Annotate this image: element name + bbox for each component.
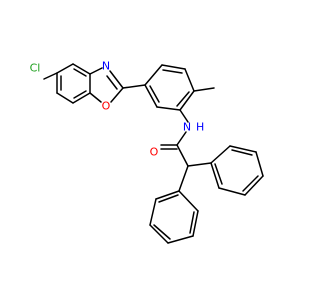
bond: [189, 211, 195, 234]
bond: [153, 224, 171, 240]
bond: [193, 87, 215, 92]
bond: [144, 64, 163, 86]
bond: [176, 144, 189, 167]
bond: [167, 235, 194, 244]
bond: [178, 165, 189, 192]
bond: [178, 190, 199, 212]
nitrogen-label: N: [102, 60, 110, 73]
bond: [43, 72, 58, 80]
bond: [179, 90, 195, 111]
oxygen-label: O: [102, 100, 111, 113]
bond: [109, 70, 124, 89]
bond: [231, 149, 253, 156]
bond: [56, 92, 74, 104]
bonds: [43, 63, 264, 244]
bond: [162, 69, 183, 74]
bond: [155, 190, 180, 200]
bond: [176, 91, 190, 107]
bond: [156, 106, 181, 111]
structure-diagram: Cl N O N H O: [30, 60, 264, 244]
hydrogen-label: H: [196, 121, 204, 134]
bond: [89, 92, 102, 103]
bond: [73, 90, 87, 99]
atom-labels: Cl N O N H O: [30, 60, 205, 159]
bond: [242, 175, 259, 192]
bond: [56, 63, 74, 74]
bond: [255, 151, 264, 177]
bond: [192, 210, 199, 237]
bond: [187, 162, 212, 167]
nitrogen-label: N: [183, 121, 191, 134]
bond: [210, 162, 220, 189]
bond: [218, 187, 246, 196]
bond: [72, 63, 91, 75]
bond: [73, 68, 87, 77]
bond: [106, 75, 118, 90]
bond: [89, 67, 103, 75]
bond: [149, 85, 160, 103]
bond: [158, 194, 179, 203]
bond: [244, 175, 264, 196]
bond: [161, 64, 186, 70]
bond: [110, 87, 124, 103]
bond: [184, 68, 195, 92]
bond: [149, 198, 157, 226]
bond: [229, 145, 257, 153]
bond: [144, 84, 158, 108]
bond: [72, 92, 91, 104]
bond: [210, 145, 231, 164]
bond: [176, 131, 187, 146]
bond: [214, 163, 223, 185]
bond: [122, 84, 146, 89]
chlorine-label: Cl: [30, 62, 41, 75]
bond: [149, 224, 169, 244]
bond: [179, 109, 189, 123]
oxygen-label: O: [150, 146, 159, 159]
